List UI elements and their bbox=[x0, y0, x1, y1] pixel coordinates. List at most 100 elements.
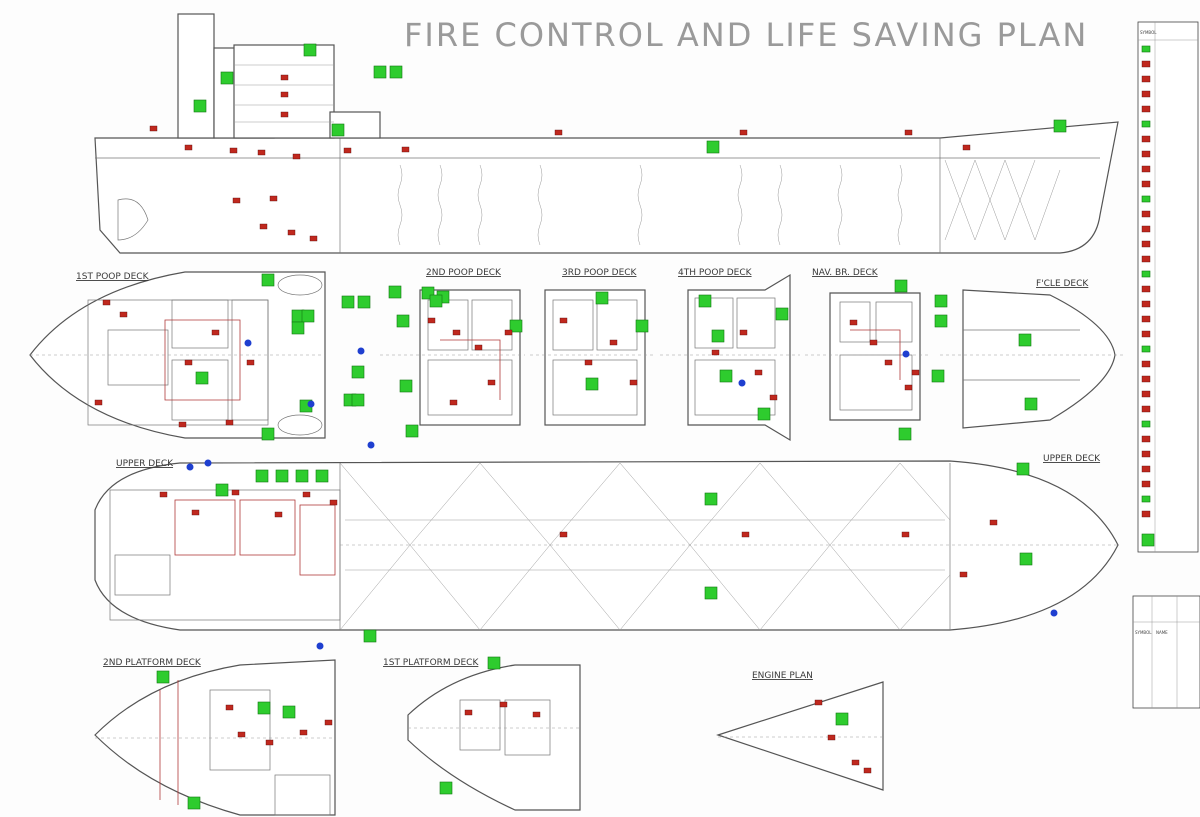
life-saving-symbol-36 bbox=[894, 279, 908, 293]
life-saving-symbol-23 bbox=[396, 314, 410, 328]
legend-row-symbol-4 bbox=[1141, 105, 1151, 113]
fire-equipment-symbol-9 bbox=[904, 129, 913, 136]
life-saving-symbol-38 bbox=[934, 314, 948, 328]
deck-2nd-poop bbox=[380, 289, 525, 426]
fire-equipment-symbol-22 bbox=[184, 359, 193, 366]
life-saving-symbol-41 bbox=[1018, 333, 1032, 347]
fire-equipment-symbol-26 bbox=[178, 421, 187, 428]
life-saving-symbol-33 bbox=[719, 369, 733, 383]
life-saving-symbol-8 bbox=[261, 273, 275, 287]
fire-equipment-symbol-28 bbox=[452, 329, 461, 336]
fire-equipment-symbol-23 bbox=[211, 329, 220, 336]
fire-equipment-symbol-36 bbox=[629, 379, 638, 386]
fire-equipment-symbol-39 bbox=[754, 369, 763, 376]
fire-equipment-symbol-56 bbox=[989, 519, 998, 526]
fire-equipment-symbol-1 bbox=[184, 144, 193, 151]
legend-row-symbol-27 bbox=[1141, 450, 1151, 458]
fire-equipment-symbol-62 bbox=[464, 709, 473, 716]
life-saving-symbol-30 bbox=[635, 319, 649, 333]
deck-nav-bridge bbox=[805, 292, 930, 421]
fire-equipment-symbol-29 bbox=[474, 344, 483, 351]
fire-equipment-symbol-67 bbox=[851, 759, 860, 766]
legend-row-symbol-18 bbox=[1141, 315, 1151, 323]
life-saving-symbol-47 bbox=[215, 483, 229, 497]
legend-green-symbol-0 bbox=[1141, 533, 1155, 547]
deck-engine-plan bbox=[716, 681, 884, 791]
fire-equipment-symbol-25 bbox=[246, 359, 255, 366]
deck-2nd-platform bbox=[94, 659, 336, 816]
deck-1st-platform bbox=[407, 664, 581, 811]
life-saving-symbol-29 bbox=[585, 377, 599, 391]
legend-row-symbol-1 bbox=[1141, 60, 1151, 68]
life-saving-symbol-37 bbox=[934, 294, 948, 308]
fire-equipment-symbol-42 bbox=[869, 339, 878, 346]
life-saving-symbol-20 bbox=[388, 285, 402, 299]
deck-label-navbr: NAV. BR. DECK bbox=[812, 268, 879, 278]
fire-equipment-symbol-17 bbox=[280, 74, 289, 81]
deck-label-poop3: 3RD POOP DECK bbox=[562, 268, 638, 278]
legend-row-symbol-19 bbox=[1141, 330, 1151, 338]
life-saving-symbol-6 bbox=[1053, 119, 1067, 133]
life-saving-symbol-27 bbox=[509, 319, 523, 333]
life-saving-symbol-0 bbox=[303, 43, 317, 57]
legend-row-symbol-21 bbox=[1141, 360, 1151, 368]
fire-equipment-symbol-6 bbox=[401, 146, 410, 153]
legend-row-symbol-23 bbox=[1141, 390, 1151, 398]
fire-equipment-symbol-58 bbox=[237, 731, 246, 738]
plan-title: FIRE CONTROL AND LIFE SAVING PLAN bbox=[404, 16, 1088, 54]
fire-equipment-symbol-37 bbox=[711, 349, 720, 356]
extinguisher-symbol-4 bbox=[204, 459, 212, 467]
legend-row-symbol-15 bbox=[1141, 270, 1151, 278]
deck-label-focle: F'CLE DECK bbox=[1036, 279, 1089, 289]
extinguisher-symbol-7 bbox=[902, 350, 910, 358]
fire-equipment-symbol-61 bbox=[324, 719, 333, 726]
legend-box-secondary bbox=[1132, 595, 1200, 709]
legend-row-symbol-5 bbox=[1141, 120, 1151, 128]
fire-equipment-symbol-53 bbox=[741, 531, 750, 538]
fire-equipment-symbol-59 bbox=[265, 739, 274, 746]
deck-upper bbox=[94, 460, 1119, 631]
legend-row-symbol-31 bbox=[1141, 510, 1151, 518]
fire-equipment-symbol-66 bbox=[827, 734, 836, 741]
fire-equipment-symbol-27 bbox=[427, 317, 436, 324]
fire-equipment-symbol-40 bbox=[769, 394, 778, 401]
fire-equipment-symbol-64 bbox=[532, 711, 541, 718]
fire-equipment-symbol-68 bbox=[863, 767, 872, 774]
fire-equipment-symbol-45 bbox=[911, 369, 920, 376]
life-saving-symbol-54 bbox=[257, 701, 271, 715]
fire-equipment-symbol-15 bbox=[259, 223, 268, 230]
fire-equipment-symbol-50 bbox=[302, 491, 311, 498]
legend-row-symbol-29 bbox=[1141, 480, 1151, 488]
legend-row-symbol-11 bbox=[1141, 210, 1151, 218]
life-saving-symbol-31 bbox=[698, 294, 712, 308]
fire-equipment-symbol-44 bbox=[904, 384, 913, 391]
legend-row-symbol-25 bbox=[1141, 420, 1151, 428]
fire-equipment-symbol-54 bbox=[901, 531, 910, 538]
legend-row-symbol-20 bbox=[1141, 345, 1151, 353]
life-saving-symbol-2 bbox=[389, 65, 403, 79]
legend-row-symbol-28 bbox=[1141, 465, 1151, 473]
life-saving-symbol-9 bbox=[341, 295, 355, 309]
fire-equipment-symbol-10 bbox=[962, 144, 971, 151]
legend-row-symbol-12 bbox=[1141, 225, 1151, 233]
fire-equipment-symbol-19 bbox=[102, 299, 111, 306]
fire-equipment-symbol-13 bbox=[287, 229, 296, 236]
fire-equipment-symbol-12 bbox=[269, 195, 278, 202]
extinguisher-symbol-1 bbox=[357, 347, 365, 355]
fire-equipment-symbol-65 bbox=[814, 699, 823, 706]
safety-symbols bbox=[94, 43, 1155, 810]
fire-equipment-symbol-60 bbox=[299, 729, 308, 736]
legend2-name-header: NAME bbox=[1156, 630, 1168, 635]
deck-4th-poop bbox=[660, 273, 800, 442]
extinguisher-symbol-8 bbox=[738, 379, 746, 387]
deck-label-poop4: 4TH POOP DECK bbox=[678, 268, 753, 278]
life-saving-symbol-40 bbox=[898, 427, 912, 441]
deck-3rd-poop bbox=[530, 289, 655, 426]
life-saving-symbol-18 bbox=[261, 427, 275, 441]
fire-equipment-symbol-5 bbox=[343, 147, 352, 154]
life-saving-symbol-43 bbox=[255, 469, 269, 483]
life-saving-symbol-26 bbox=[429, 294, 443, 308]
